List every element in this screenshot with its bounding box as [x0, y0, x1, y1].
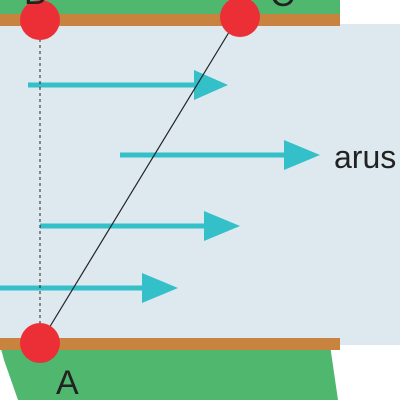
current-arrow — [40, 211, 240, 241]
point-c — [220, 0, 260, 37]
bottom-road — [0, 338, 340, 350]
river — [0, 24, 400, 345]
label-b: B — [24, 0, 47, 12]
path-line-ac — [42, 23, 235, 339]
bottom-bank — [0, 345, 338, 400]
current-label: arus — [334, 139, 396, 175]
point-b — [20, 0, 60, 40]
label-a: A — [56, 364, 79, 400]
current-arrow — [28, 70, 228, 100]
label-c: C — [270, 0, 295, 14]
current-arrow — [120, 140, 320, 170]
point-a — [20, 323, 60, 363]
